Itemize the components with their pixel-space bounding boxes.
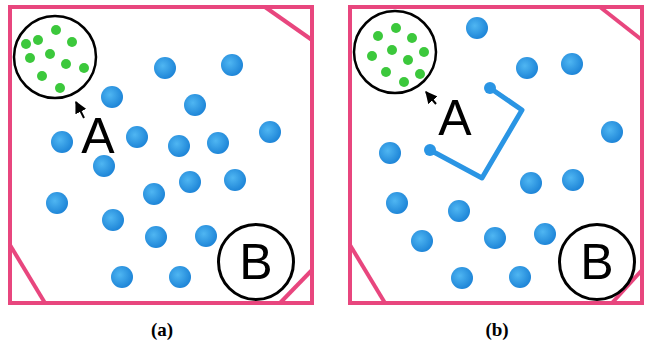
callout-letter: A (81, 111, 114, 161)
panel-caption: (a) (151, 320, 173, 339)
node-letter: B (580, 237, 613, 287)
label-circle: B (217, 223, 295, 301)
inset-zoom (14, 16, 96, 98)
callout-letter: A (438, 93, 471, 143)
box-frame (10, 7, 312, 303)
panel-caption: (b) (485, 320, 508, 339)
label-circle: B (558, 223, 636, 301)
node-letter: B (239, 237, 272, 287)
leader-arrow (426, 92, 436, 104)
polymer-chain (424, 82, 522, 178)
inset-zoom (354, 11, 436, 93)
box-frame (350, 7, 642, 303)
